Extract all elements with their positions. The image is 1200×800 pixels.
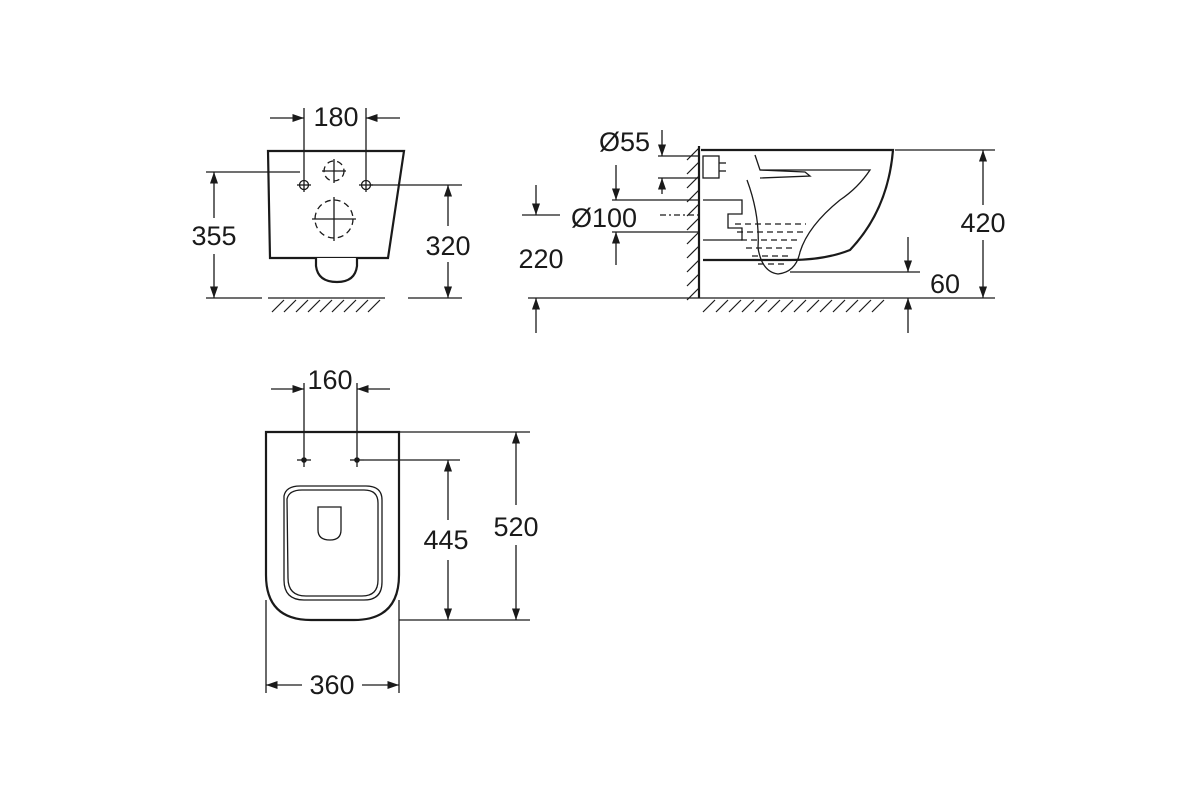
- top-seat-outline: [283, 485, 383, 601]
- side-bowl-outline: [701, 148, 895, 262]
- dim-top-520: 520: [493, 512, 538, 542]
- dim-side-420: 420: [960, 208, 1005, 238]
- front-outlet-icon: [312, 197, 356, 241]
- wall-hatch: [686, 147, 700, 301]
- side-bowl-inner: [746, 154, 872, 275]
- side-floor-hatch: [702, 299, 885, 313]
- top-outlet-shape: [317, 506, 342, 541]
- dim-side-d100: Ø100: [571, 203, 637, 233]
- side-view: Ø55 Ø100 220 420 60: [518, 127, 1006, 333]
- dim-side-60: 60: [930, 269, 960, 299]
- top-fixing-right-icon: [350, 453, 364, 467]
- dim-front-355: 355: [191, 221, 236, 251]
- front-outlet-bottom: [314, 258, 359, 284]
- dim-side-220: 220: [518, 244, 563, 274]
- water-lines: [735, 223, 806, 265]
- front-bowl-outline: [266, 149, 406, 260]
- dim-top-360: 360: [309, 670, 354, 700]
- inlet-stub: [702, 155, 720, 179]
- outlet-stub: [703, 199, 743, 241]
- dim-side-d55: Ø55: [599, 127, 650, 157]
- top-fixing-left-icon: [297, 453, 311, 467]
- top-bowl-outline: [264, 430, 401, 622]
- dim-front-320: 320: [425, 231, 470, 261]
- dim-top-160: 160: [307, 365, 352, 395]
- front-view: 180 355 320: [191, 102, 471, 313]
- front-inlet-icon: [322, 159, 346, 183]
- front-floor-hatch: [271, 299, 381, 313]
- top-seat-inner: [286, 489, 379, 597]
- dim-top-445: 445: [423, 525, 468, 555]
- top-view: 160 445 520 360: [264, 365, 539, 700]
- dim-front-180: 180: [313, 102, 358, 132]
- front-fixing-left-icon: [297, 178, 311, 192]
